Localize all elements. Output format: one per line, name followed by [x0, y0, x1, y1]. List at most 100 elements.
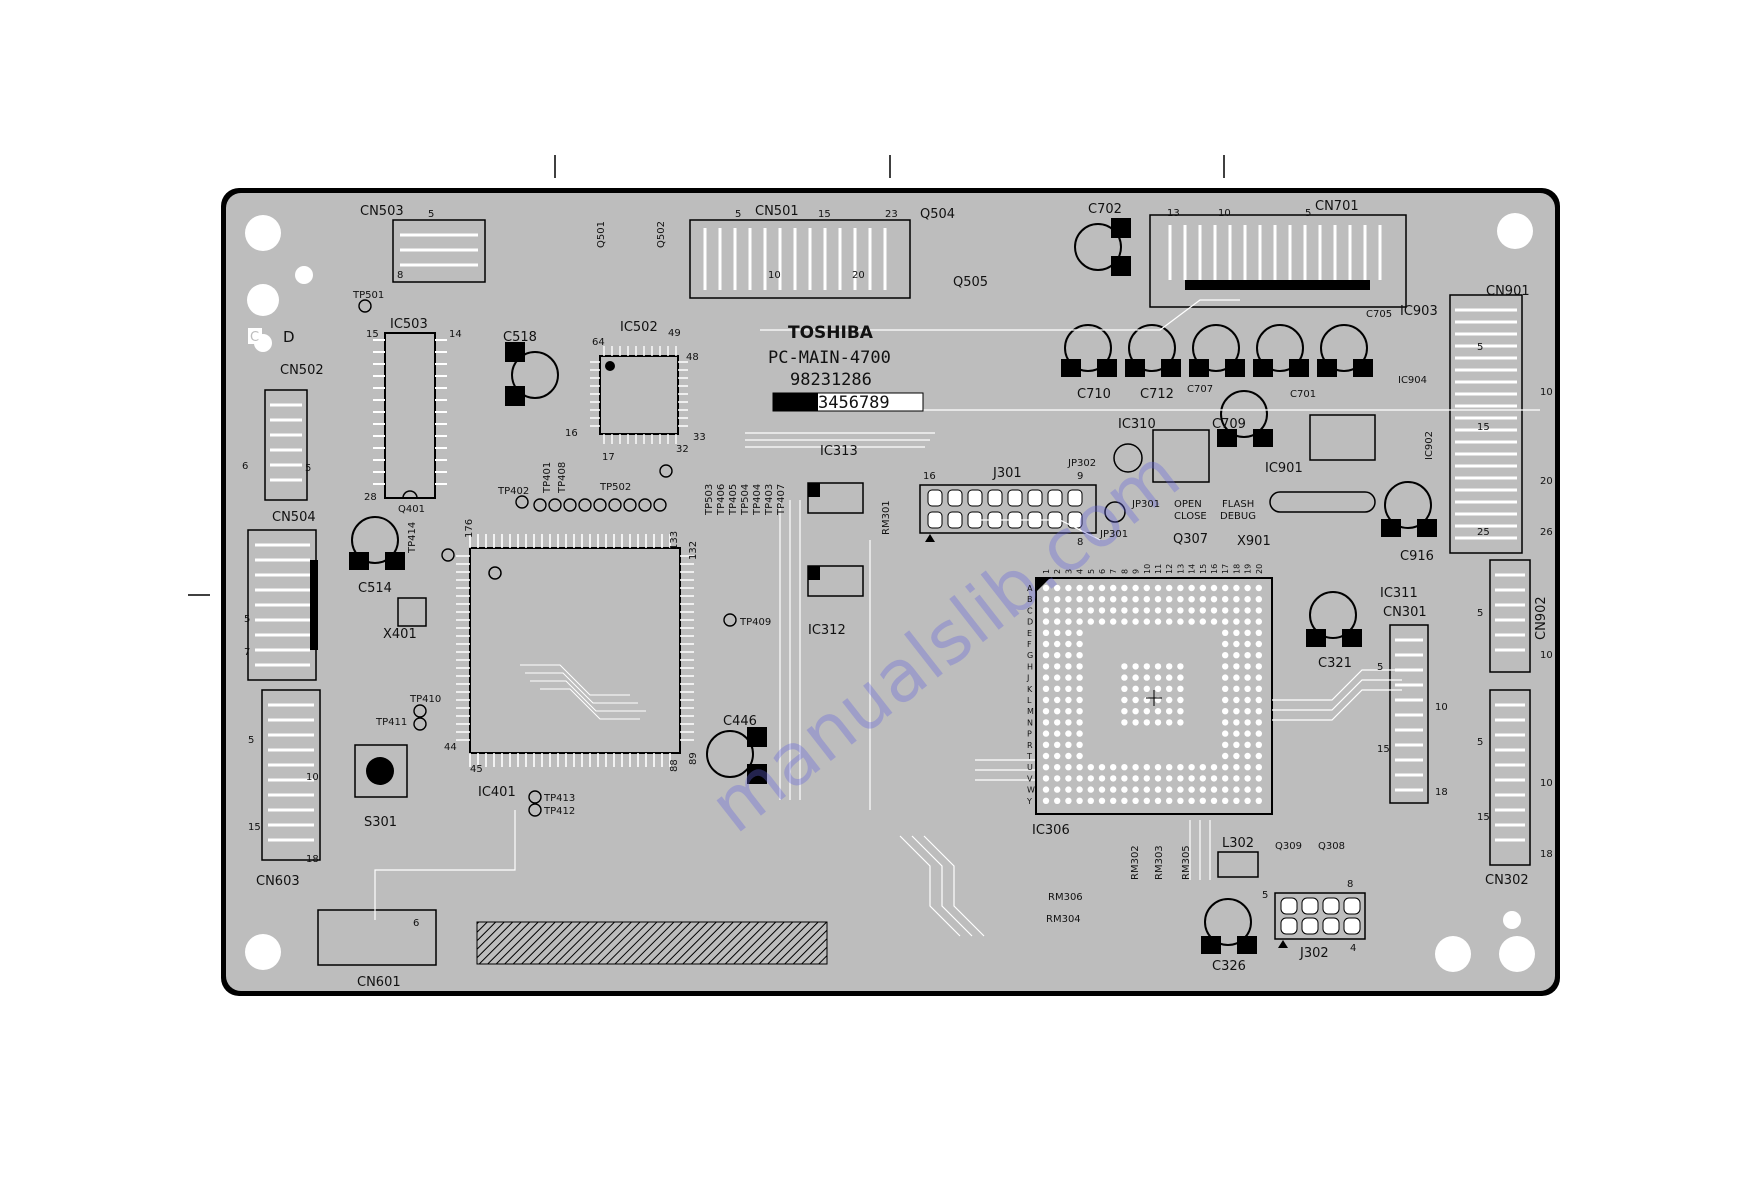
c321-label: C321: [1318, 656, 1352, 671]
bga-col-label: 13: [1176, 564, 1185, 574]
bga-ball: [1132, 674, 1139, 681]
bga-ball: [1098, 775, 1106, 782]
bga-ball: [1054, 663, 1061, 670]
ic313-pin1: [808, 483, 820, 497]
bga-ball: [1054, 696, 1061, 704]
bga-ball: [1054, 775, 1061, 782]
bga-ball: [1054, 797, 1061, 804]
ic502-pin: 32: [676, 444, 689, 455]
cn701-pin: 10: [1218, 208, 1231, 219]
bga-ball: [1076, 584, 1083, 592]
bga-ball: [1154, 786, 1162, 793]
cn901-pin: 15: [1477, 422, 1490, 433]
bga-ball: [1087, 786, 1095, 793]
bga-ball: [1042, 618, 1050, 625]
bga-ball: [1210, 607, 1218, 614]
bga-ball: [1042, 663, 1050, 670]
c710-label: C710: [1077, 387, 1111, 402]
bga-ball: [1154, 596, 1162, 603]
bga-ball: [1076, 618, 1083, 625]
tp401-label: TP401: [542, 462, 553, 494]
bga-ball: [1188, 618, 1195, 625]
bga-ball: [1042, 752, 1050, 760]
bga-ball: [1244, 618, 1251, 625]
cn301-pin: 5: [1377, 662, 1383, 673]
bga-ball: [1121, 607, 1128, 614]
tp407-label: TP407: [776, 484, 787, 516]
cn504-pin: 7: [244, 647, 250, 658]
cn701-label: CN701: [1315, 199, 1359, 214]
flash-label: FLASH: [1222, 499, 1254, 510]
bga-ball: [1076, 607, 1083, 614]
bga-ball: [1110, 584, 1117, 592]
bga-ball: [1233, 584, 1240, 592]
bga-ball: [1121, 618, 1128, 625]
bga-ball: [1132, 764, 1139, 771]
bga-ball: [1166, 786, 1173, 793]
c709-label: C709: [1212, 417, 1246, 432]
bga-ball: [1076, 741, 1083, 748]
bga-ball: [1199, 584, 1207, 592]
bga-row-label: M: [1027, 707, 1034, 716]
bga-ball: [1166, 663, 1173, 670]
bga-ball: [1076, 685, 1083, 692]
bga-ball: [1143, 775, 1151, 782]
bga-ball: [1199, 596, 1207, 603]
bga-ball: [1222, 797, 1229, 804]
bga-col-label: 19: [1244, 564, 1253, 574]
bga-ball: [1121, 696, 1128, 704]
bga-col-label: 4: [1076, 569, 1085, 574]
bga-ball: [1199, 764, 1207, 771]
corner-mark-d: D: [283, 328, 295, 346]
bga-ball: [1233, 607, 1240, 614]
bga-ball: [1222, 786, 1229, 793]
q504-label: Q504: [920, 207, 955, 222]
tp409-label: TP409: [739, 617, 771, 628]
bga-ball: [1177, 663, 1184, 670]
jp-close-label: CLOSE: [1174, 511, 1207, 522]
bga-ball: [1233, 730, 1240, 737]
bga-ball: [1244, 752, 1251, 760]
tp503-label: TP503: [704, 484, 715, 516]
bga-ball: [1166, 797, 1173, 804]
part-number-label: 98231286: [790, 370, 872, 390]
j302-pin: 5: [1262, 890, 1268, 901]
bga-ball: [1177, 764, 1184, 771]
bga-ball: [1042, 629, 1050, 636]
bga-ball: [1177, 596, 1184, 603]
bga-ball: [1132, 719, 1139, 726]
bga-col-label: 14: [1188, 564, 1197, 574]
bga-row-label: B: [1027, 595, 1033, 604]
cn701-pin: 5: [1305, 208, 1311, 219]
bga-ball: [1098, 607, 1106, 614]
bga-ball: [1054, 618, 1061, 625]
bga-ball: [1233, 618, 1240, 625]
ic502-pin: 33: [693, 432, 706, 443]
bga-ball: [1054, 786, 1061, 793]
bga-ball: [1076, 596, 1083, 603]
tp404-label: TP404: [752, 484, 763, 516]
bga-ball: [1188, 607, 1195, 614]
bga-ball: [1177, 786, 1184, 793]
j301-pin: 8: [1077, 537, 1083, 548]
bga-row-label: R: [1027, 741, 1033, 750]
bga-row-label: P: [1027, 730, 1032, 739]
bga-ball: [1233, 663, 1240, 670]
bga-ball: [1222, 696, 1229, 704]
bga-ball: [1244, 629, 1251, 636]
small-ics: [354, 414, 1376, 878]
cn501-label: CN501: [755, 204, 799, 219]
bga-ball: [1098, 596, 1106, 603]
bga-ball: [1255, 584, 1263, 592]
c701-label: C701: [1290, 389, 1316, 400]
bga-ball: [1087, 584, 1095, 592]
bga-ball: [1244, 652, 1251, 659]
bga-ball: [1177, 797, 1184, 804]
bga-ball: [1244, 708, 1251, 715]
bga-ball: [1222, 607, 1229, 614]
cn504-pin: 5: [244, 614, 250, 625]
bga-ball: [1143, 797, 1151, 804]
bga-ball: [1188, 797, 1195, 804]
bga-ball: [1210, 584, 1218, 592]
